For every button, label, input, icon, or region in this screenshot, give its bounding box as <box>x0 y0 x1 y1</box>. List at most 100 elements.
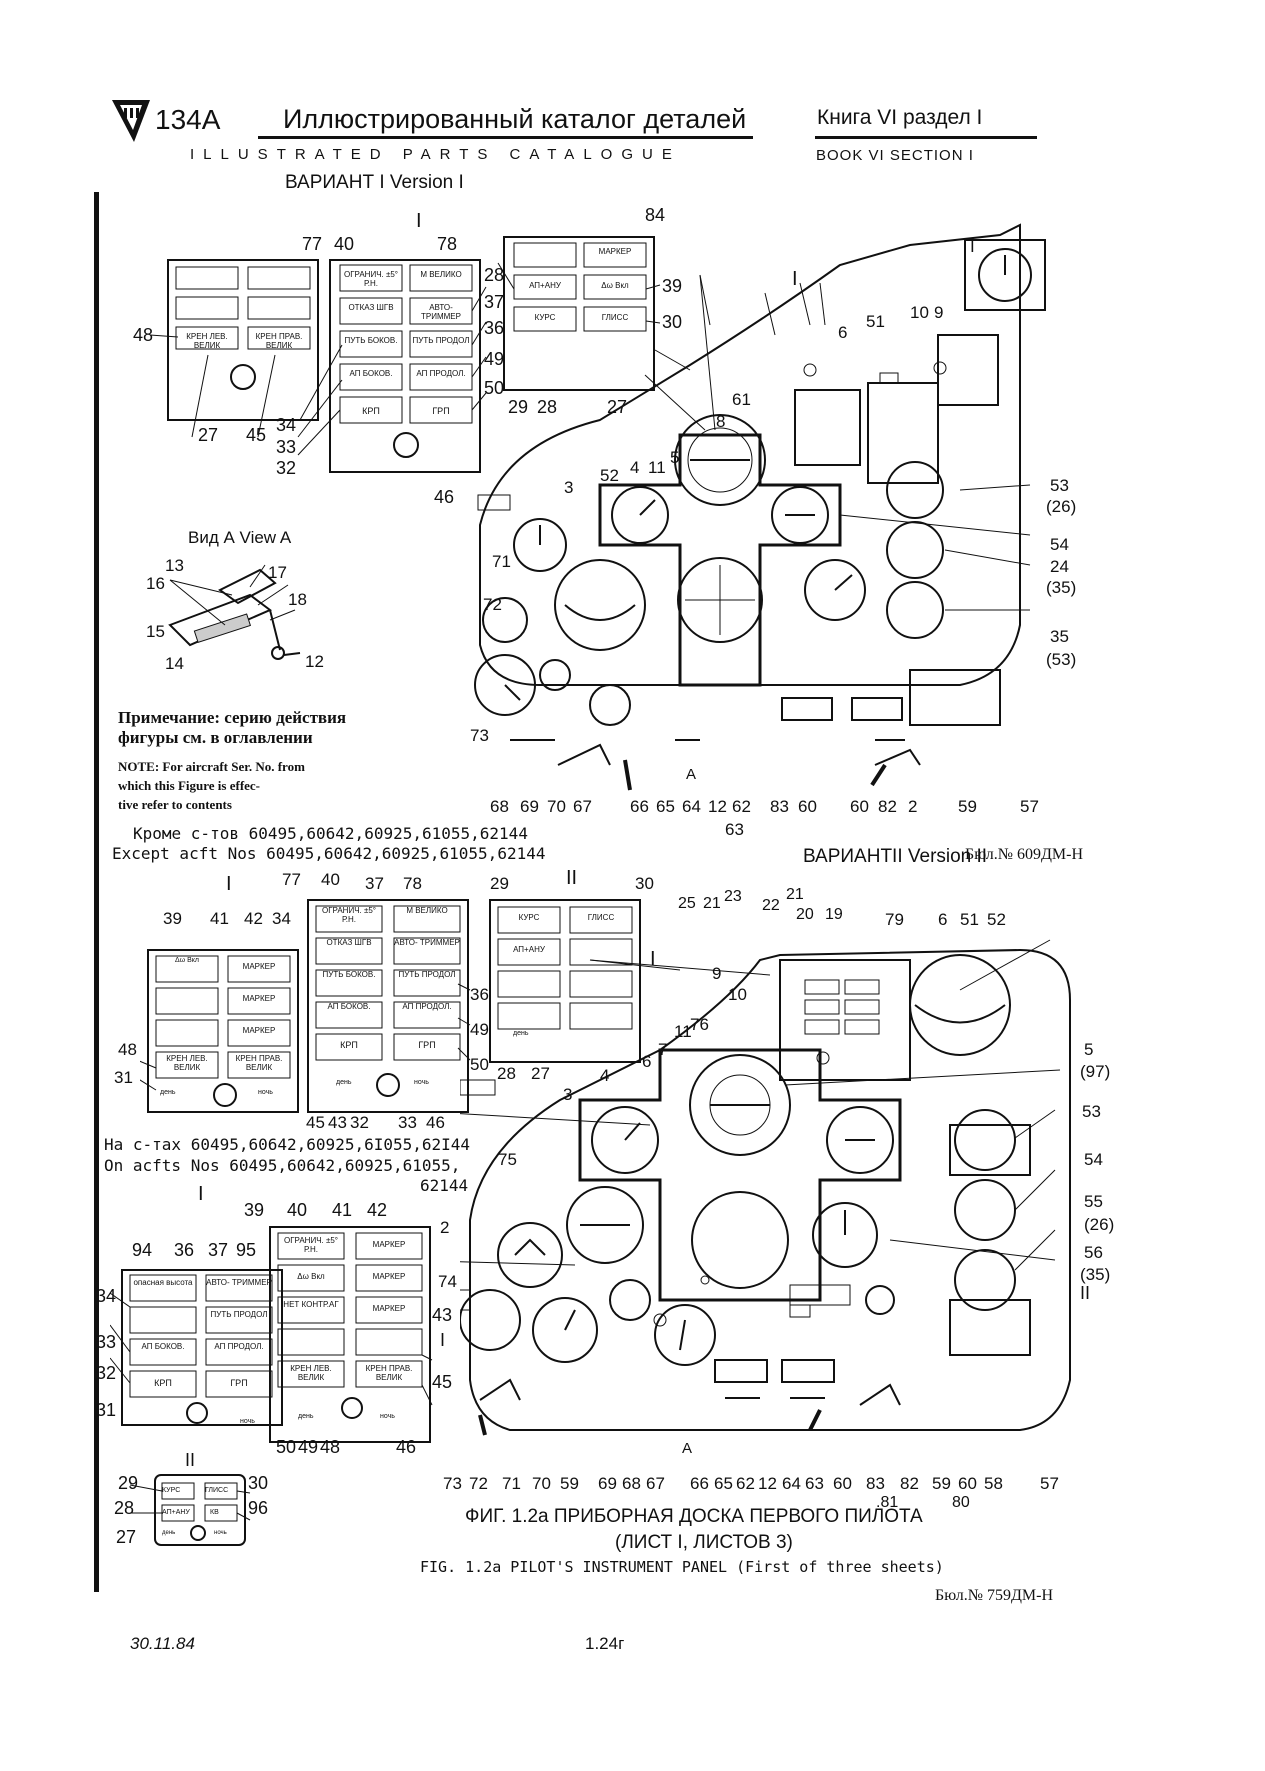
variant-1-label: ВАРИАНТ I Version I <box>285 172 464 193</box>
label-ap-anu: АП+АНУ <box>529 281 561 290</box>
label-kurs: КУРС <box>162 1487 181 1494</box>
callout: 28 <box>537 397 558 417</box>
callout: 75 <box>498 1150 517 1169</box>
callout: 57 <box>1040 1474 1059 1493</box>
callout: 66 <box>630 797 649 816</box>
label-kurs: КУРС <box>534 313 556 322</box>
view-a-drawing <box>168 564 301 660</box>
callout: 6 <box>838 323 848 342</box>
label-put-prod: ПУТЬ ПРОДОЛ <box>412 336 470 345</box>
callout: 60 <box>798 797 817 816</box>
callout: 45 <box>306 1113 325 1132</box>
callout: 24 <box>1050 557 1069 576</box>
callout: 13 <box>165 556 184 575</box>
callout: I <box>970 237 975 256</box>
callout: 64 <box>682 797 701 816</box>
callout: 32 <box>96 1363 117 1383</box>
callout: 19 <box>825 906 843 923</box>
callout: I <box>416 210 422 232</box>
header-model: 134А <box>155 104 221 135</box>
label-ogranich: ОГРАНИЧ. ±5° Р.Н. <box>321 906 377 924</box>
callout: 56 <box>1084 1243 1103 1262</box>
callout: 58 <box>984 1474 1003 1493</box>
callout: 83 <box>770 797 789 816</box>
instrument-board-top <box>474 223 1046 791</box>
callout: 52 <box>600 466 619 485</box>
label-kren-lev: КРЕН ЛЕВ. ВЕЛИК <box>166 1054 208 1072</box>
callout: 18 <box>288 590 307 609</box>
label-grp: ГРП <box>432 406 450 416</box>
callout: I <box>792 268 798 290</box>
on-en: On acfts Nos 60495,60642,60925,61055, <box>104 1156 461 1175</box>
callout: 12 <box>708 797 727 816</box>
bulletin-2: Бюл.№ 759ДМ-Н <box>935 1587 1054 1604</box>
callout: 45 <box>432 1372 453 1392</box>
callout: 42 <box>244 909 263 928</box>
label-day: день <box>160 1089 176 1096</box>
callout: (35) <box>1046 578 1077 597</box>
label-gliso: ГЛИСС <box>587 913 615 922</box>
label-gliso: ГЛИСС <box>205 1487 229 1494</box>
label-day: день <box>298 1413 314 1420</box>
callout: 14 <box>165 654 184 673</box>
callout: 29 <box>118 1473 139 1493</box>
callout: 5 <box>1084 1040 1094 1059</box>
callout: 20 <box>796 906 814 923</box>
callout: 66 <box>690 1474 709 1493</box>
callout: 9 <box>934 303 944 322</box>
footer-page-number: 1.24г <box>585 1634 625 1653</box>
callout: (35) <box>1080 1265 1111 1284</box>
callout: 28 <box>484 265 505 285</box>
label-krp: КРП <box>362 406 380 416</box>
header-title-en: ILLUSTRATED PARTS CATALOGUE <box>190 146 681 163</box>
callout: II <box>1080 1283 1091 1303</box>
panel-group-top <box>149 236 661 473</box>
callout: 36 <box>470 985 489 1004</box>
callout: 61 <box>732 390 751 409</box>
callout: 37 <box>208 1240 229 1260</box>
label-ap-prod: АП ПРОДОЛ. <box>214 1342 264 1351</box>
callout: 73 <box>443 1474 462 1493</box>
callout: 53 <box>1082 1102 1101 1121</box>
callout: 53 <box>1050 476 1069 495</box>
catalog-logo <box>112 100 150 142</box>
callout: 96 <box>248 1498 269 1518</box>
callout: 63 <box>725 820 744 839</box>
callout: 12 <box>305 652 324 671</box>
note-en-line: NOTE: For aircraft Ser. No. from <box>118 759 305 774</box>
callout: 60 <box>958 1474 977 1493</box>
label-dw: Δω Вкл <box>601 281 629 290</box>
callout: 23 <box>724 888 742 905</box>
label-kv: КВ <box>210 1509 219 1516</box>
except-en: Except acft Nos 60495,60642,60925,61055,… <box>112 844 546 863</box>
figure-caption-ru: ФИГ. 1.2а ПРИБОРНАЯ ДОСКА ПЕРВОГО ПИЛОТА <box>465 1506 923 1527</box>
callout: 35 <box>1050 627 1069 646</box>
callout: 36 <box>174 1240 195 1260</box>
label-m-veliko: М ВЕЛИКО <box>420 270 462 279</box>
callout: (26) <box>1046 497 1077 516</box>
callout: 10 <box>910 303 929 322</box>
callout: 27 <box>116 1527 137 1547</box>
callout: 34 <box>272 909 291 928</box>
header-book-en: BOOK VI SECTION I <box>816 147 974 164</box>
callout: (53) <box>1046 650 1077 669</box>
callout: 60 <box>833 1474 852 1493</box>
label-day: день <box>513 1030 529 1037</box>
callout: I <box>440 1330 446 1350</box>
label-grp: ГРП <box>418 1040 436 1050</box>
callout: 22 <box>762 897 780 914</box>
callout: 46 <box>426 1113 445 1132</box>
callout: 78 <box>403 874 422 893</box>
label-marker: МАРКЕР <box>372 1304 406 1313</box>
callout: 68 <box>490 797 509 816</box>
callout: 48 <box>118 1040 137 1059</box>
callout: 73 <box>470 726 489 745</box>
callout: 33 <box>276 437 297 457</box>
callout: 49 <box>298 1437 319 1457</box>
view-a-label: Вид А View A <box>188 528 292 547</box>
callout: 46 <box>434 487 455 507</box>
label-ap-bok: АП БОКОВ. <box>327 1002 371 1011</box>
bulletin-1: Бюл.№ 609ДМ-Н <box>965 846 1084 863</box>
note-en-line: tive refer to contents <box>118 797 232 812</box>
label-ogranich: ОГРАНИЧ. ±5° Р.Н. <box>283 1236 339 1254</box>
